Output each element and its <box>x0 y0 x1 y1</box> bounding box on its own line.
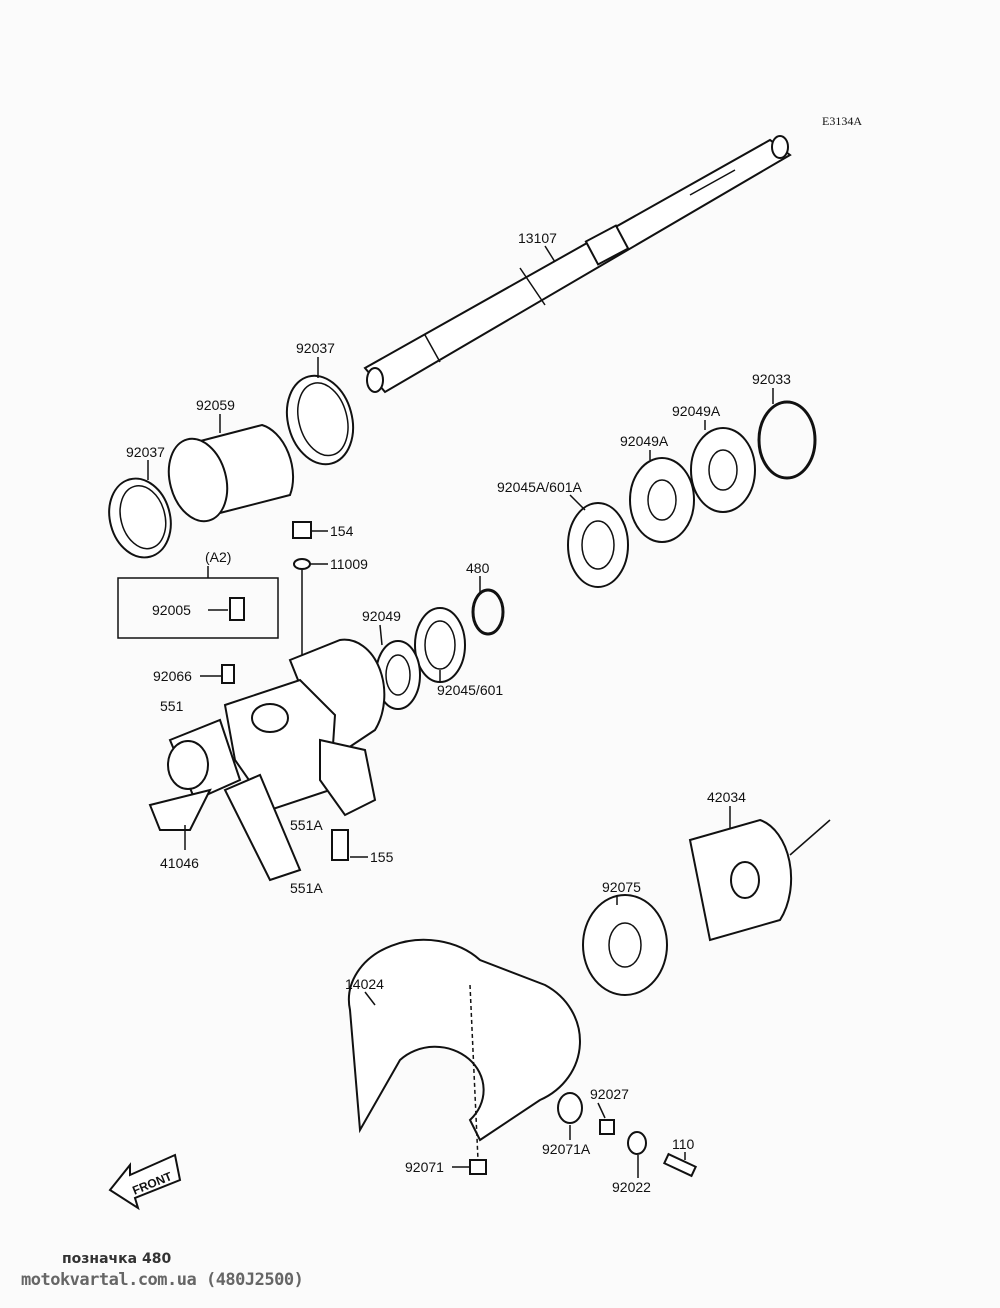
guard-14024 <box>347 938 581 1161</box>
label-154: 154 <box>330 523 354 539</box>
collar-92027 <box>599 1119 615 1135</box>
drive-shaft-13107 <box>363 135 792 394</box>
hose-clamp-92037b <box>108 477 172 559</box>
coupling-42034 <box>688 818 831 942</box>
front-arrow-icon: FRONT <box>108 1153 182 1211</box>
washer-92049A-2 <box>629 457 695 543</box>
label-551A: 551A <box>290 817 323 833</box>
hose-clamp-92037 <box>285 374 355 466</box>
label-92049A: 92049A <box>672 403 721 419</box>
label-92071A: 92071A <box>542 1141 591 1157</box>
label-13107: 13107 <box>518 230 557 246</box>
label-92059: 92059 <box>196 397 235 413</box>
label-92037: 92037 <box>296 340 335 356</box>
damper-92075 <box>582 894 668 996</box>
label-92027: 92027 <box>590 1086 629 1102</box>
washer-92049A <box>690 427 756 513</box>
label-42034: 42034 <box>707 789 746 805</box>
label-92049: 92049 <box>362 608 401 624</box>
grommet-92071A <box>557 1092 583 1124</box>
leader-lines <box>147 245 774 1178</box>
bearing-92045A <box>567 502 629 588</box>
label-14024: 14024 <box>345 976 384 992</box>
circlip-92033 <box>757 400 817 480</box>
label-41046: 41046 <box>160 855 199 871</box>
label-480: 480 <box>466 560 490 576</box>
label-92075: 92075 <box>602 879 641 895</box>
label-92066: 92066 <box>153 668 192 684</box>
footer-note: позначка 480 <box>62 1251 172 1267</box>
label-155: 155 <box>370 849 394 865</box>
label-92045A-601A: 92045A/601A <box>497 479 583 495</box>
bolt-154 <box>292 521 312 539</box>
label-11009: 11009 <box>330 556 368 572</box>
label-92049A-2: 92049A <box>620 433 669 449</box>
label-110: 110 <box>672 1136 695 1152</box>
label-92071: 92071 <box>405 1159 444 1175</box>
label-a2: (A2) <box>205 549 231 565</box>
sleeve-92059 <box>167 423 295 523</box>
bolt-110 <box>662 1152 698 1178</box>
label-551: 551 <box>160 698 184 714</box>
housing-41046 <box>148 638 386 882</box>
washer-92022 <box>627 1131 647 1155</box>
label-92033: 92033 <box>752 371 791 387</box>
a2-detail-box <box>117 577 279 639</box>
label-92022: 92022 <box>612 1179 651 1195</box>
label-551A-2: 551A <box>290 880 323 896</box>
label-92045-601: 92045/601 <box>437 682 503 698</box>
label-92037-b: 92037 <box>126 444 165 460</box>
grommet-92071 <box>469 1159 487 1175</box>
label-92005: 92005 <box>152 602 191 618</box>
diagram-code: E3134A <box>822 114 862 128</box>
circlip-480 <box>471 588 505 636</box>
footer-site: motokvartal.com.ua (480J2500) <box>21 1270 304 1290</box>
